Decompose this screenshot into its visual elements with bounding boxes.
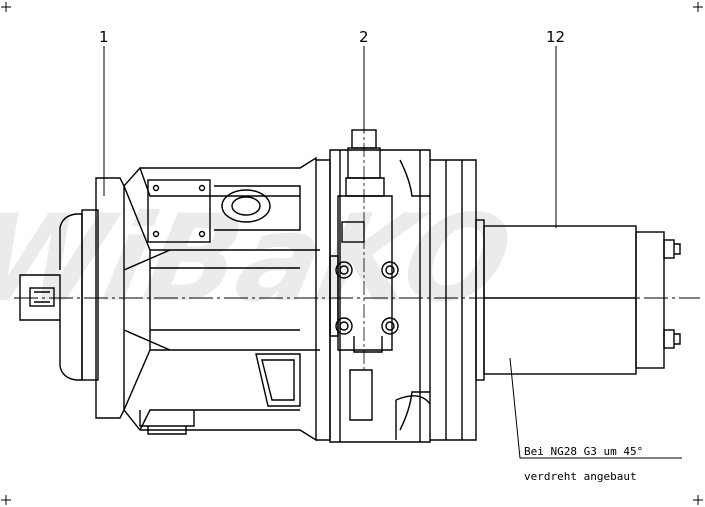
note-line-1: Bei NG28 G3 um 45° (524, 445, 643, 458)
watermark-text: WiBaKO (0, 188, 523, 328)
leader-lines (103, 46, 682, 459)
callout-12: 12 (546, 28, 565, 46)
adapter-housing (316, 149, 431, 443)
pump-housing (19, 156, 320, 442)
callout-1: 1 (99, 28, 109, 46)
gear-pump (475, 219, 681, 381)
control-valve (329, 129, 399, 353)
note-line-2: verdreht angebaut (524, 470, 637, 483)
callout-2: 2 (359, 28, 369, 46)
